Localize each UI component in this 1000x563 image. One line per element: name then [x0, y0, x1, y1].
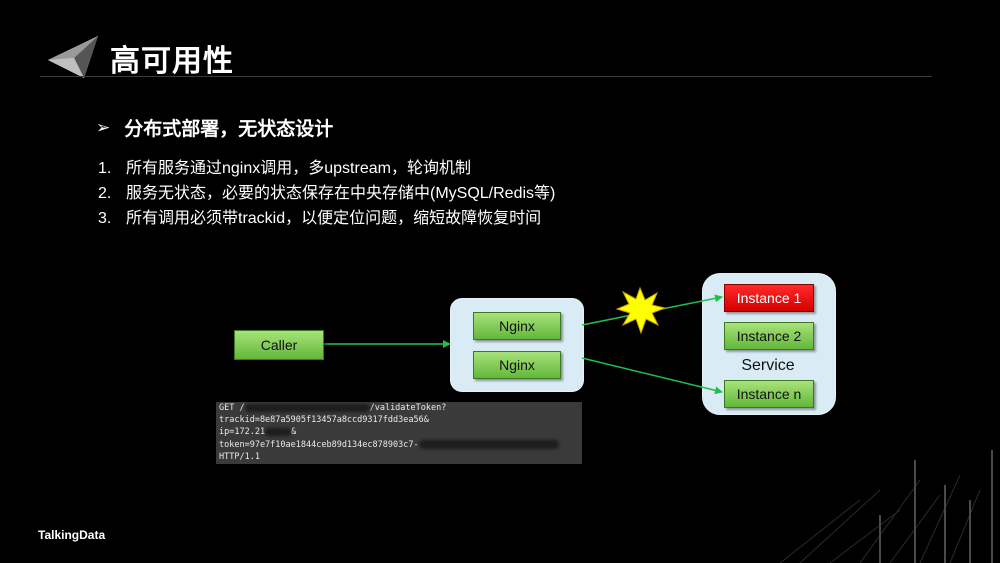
section-heading: ➢ 分布式部署，无状态设计 [96, 114, 333, 141]
failure-burst-icon [615, 286, 667, 335]
section-heading-text: 分布式部署，无状态设计 [124, 119, 334, 140]
decorative-lines-graphic [779, 450, 993, 563]
instance-n-box: Instance n [724, 380, 814, 408]
point-list: 1. 所有服务通过nginx调用，多upstream，轮询机制 2. 服务无状态… [98, 156, 555, 231]
list-item-number: 3. [98, 210, 112, 227]
title-divider [40, 76, 932, 77]
page-title: 高可用性 [110, 45, 234, 78]
request-line: GET //validateToken? [219, 403, 447, 413]
list-item-number: 2. [98, 185, 112, 202]
request-line: token=97e7f10ae1844ceb89d134ec878903c7- [219, 439, 582, 451]
list-item: 2. 服务无状态，必要的状态保存在中央存储中(MySQL/Redis等) [98, 181, 555, 206]
nginx-box: Nginx [473, 351, 561, 379]
list-item: 1. 所有服务通过nginx调用，多upstream，轮询机制 [98, 156, 555, 181]
list-item-text: 所有服务通过nginx调用，多upstream，轮询机制 [126, 160, 471, 177]
list-item-text: 所有调用必须带trackid，以便定位问题，缩短故障恢复时间 [126, 210, 542, 227]
brand-logo-text: TalkingData [38, 528, 106, 542]
nginx-box: Nginx [473, 312, 561, 340]
nginx-to-instancen-arrow [581, 357, 723, 395]
request-line: ip=172.21& [219, 427, 297, 438]
caller-box: Caller [234, 330, 324, 360]
list-item-number: 1. [98, 160, 112, 177]
request-example-box: GET //validateToken? trackid=8e87a5905f1… [216, 402, 582, 464]
list-item-text: 服务无状态，必要的状态保存在中央存储中(MySQL/Redis等) [126, 185, 556, 202]
instance-2-box: Instance 2 [724, 322, 814, 350]
talkingdata-logo-icon [48, 36, 98, 78]
bullet-arrow-icon: ➢ [96, 117, 111, 137]
request-line: trackid=8e87a5905f13457a8ccd9317fdd3ea56… [219, 415, 429, 426]
instance-1-box-failed: Instance 1 [724, 284, 814, 312]
list-item: 3. 所有调用必须带trackid，以便定位问题，缩短故障恢复时间 [98, 206, 555, 231]
request-line: HTTP/1.1 [219, 451, 260, 462]
service-label: Service [741, 357, 795, 374]
